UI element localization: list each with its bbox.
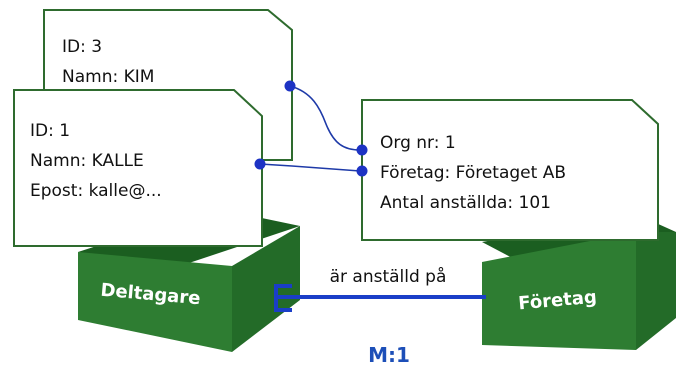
link-dot <box>254 158 266 170</box>
cardinality-label: M:1 <box>368 343 410 367</box>
record-card-participant-front: ID: 1 Namn: KALLE Epost: kalle@... <box>13 89 263 247</box>
crows-foot-icon <box>274 284 292 312</box>
link-dot <box>284 80 296 92</box>
card-line-name: Namn: KIM <box>62 67 154 87</box>
link-line-kim-to-company <box>289 85 361 151</box>
card-shape <box>13 89 263 247</box>
card-line-id: ID: 3 <box>62 37 102 57</box>
relationship-label: är anställd på <box>330 266 447 287</box>
box-front-foretag <box>482 232 636 350</box>
card-line-id: ID: 1 <box>30 121 70 141</box>
link-line-kalle-to-company <box>259 163 361 172</box>
record-card-company: Org nr: 1 Företag: Företaget AB Antal an… <box>361 99 659 241</box>
card-shape <box>361 99 659 241</box>
card-line-company: Företag: Företaget AB <box>380 163 566 183</box>
entity-box-foretag: Företag <box>482 214 676 350</box>
box-side-deltagare <box>232 226 300 352</box>
card-line-org-nr: Org nr: 1 <box>380 133 456 153</box>
card-line-employees: Antal anställda: 101 <box>380 193 551 213</box>
link-dot <box>356 165 368 177</box>
box-side-foretag <box>636 232 676 350</box>
card-line-name: Namn: KALLE <box>30 151 144 171</box>
box-front-deltagare <box>78 252 232 352</box>
relationship-connector <box>274 284 486 312</box>
card-line-email: Epost: kalle@... <box>30 181 162 201</box>
link-dot <box>356 144 368 156</box>
